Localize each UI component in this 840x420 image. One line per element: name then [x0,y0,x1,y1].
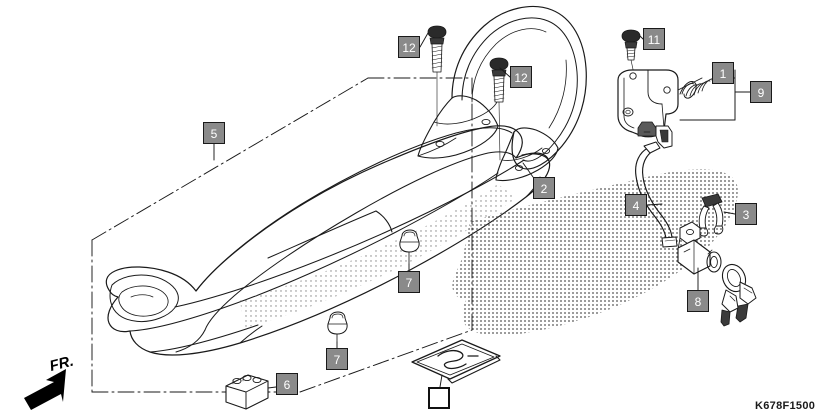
callout-5-double-seat[interactable]: 5 [203,122,225,144]
callout-7-rubber-lower[interactable]: 7 [326,348,348,370]
seat-rubber-lower [327,311,348,343]
owners-manual [411,339,501,388]
diagram-code: K678F1500 [755,400,816,412]
seat-group-boundary [91,77,473,393]
seat-rubber-upper [399,229,420,265]
lock-cylinder-keys [677,221,757,327]
callout-12-rear-left[interactable]: 12 [398,36,420,58]
callout-12-rear-right[interactable]: 12 [510,66,532,88]
callout-11-lock-bracket-bolt[interactable]: 11 [643,28,665,50]
bolt-12b [489,57,509,161]
callout-3-cable-clip[interactable]: 3 [735,203,757,225]
callout-4-lock-cable[interactable]: 4 [625,194,647,216]
lock-cable [635,141,678,248]
callout-1-lock-spring[interactable]: 1 [712,62,734,84]
callout-2-grab-rail[interactable]: 2 [533,177,555,199]
callout-9-lock-assembly[interactable]: 9 [750,81,772,103]
callout-blank-owners-manual[interactable] [428,387,450,409]
grab-rail-outer [451,5,587,170]
callout-leaders [213,32,736,349]
bolt-11 [621,29,641,75]
callout-7-rubber-upper[interactable]: 7 [398,271,420,293]
callout-6-seat-catcher[interactable]: 6 [276,373,298,395]
seat-catcher-block [225,374,277,410]
grab-rail-inner [461,17,578,162]
callout-8-lock-cylinder[interactable]: 8 [687,290,709,312]
bolt-12a [427,25,447,127]
cable-clip [698,193,724,237]
